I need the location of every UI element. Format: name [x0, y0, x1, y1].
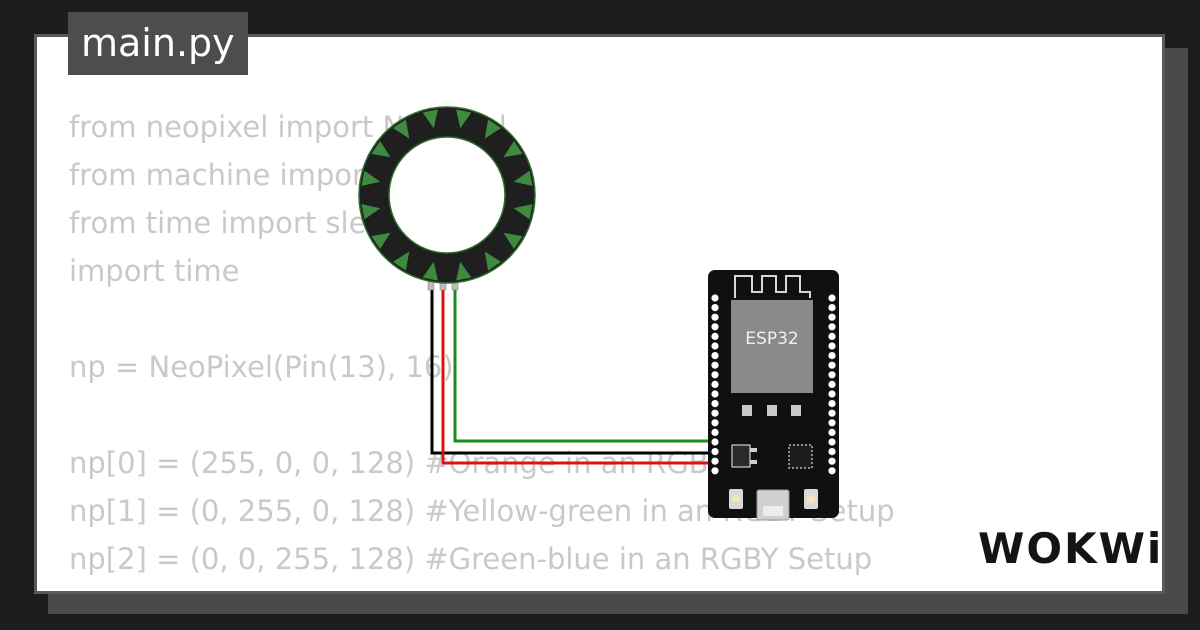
- ring-led-mark: [392, 251, 410, 271]
- esp32-pin[interactable]: [828, 390, 836, 398]
- ring-led-mark: [513, 170, 533, 186]
- esp32-pin[interactable]: [711, 380, 719, 388]
- esp32-pin[interactable]: [828, 400, 836, 408]
- wires: [430, 288, 715, 465]
- boot-button[interactable]: [729, 489, 743, 509]
- esp32-pin[interactable]: [711, 419, 719, 427]
- esp32-pin[interactable]: [711, 428, 719, 436]
- ring-led-mark: [361, 170, 381, 186]
- esp32-pin[interactable]: [828, 419, 836, 427]
- wire-data[interactable]: [453, 288, 715, 443]
- esp32-pin[interactable]: [711, 361, 719, 369]
- voltage-regulator: [731, 444, 751, 468]
- code-block: from neopixel import NeoPixel from machi…: [69, 103, 895, 583]
- esp32-pin[interactable]: [828, 467, 836, 475]
- esp32-pin[interactable]: [711, 352, 719, 360]
- ring-led-mark: [422, 261, 438, 281]
- code-card: from neopixel import NeoPixel from machi…: [34, 34, 1165, 594]
- ring-led-mark: [503, 232, 523, 250]
- esp32-pin[interactable]: [711, 342, 719, 350]
- reset-button[interactable]: [804, 489, 818, 509]
- esp32-pin[interactable]: [828, 409, 836, 417]
- esp32-label: ESP32: [745, 329, 798, 349]
- esp32-pin[interactable]: [711, 332, 719, 340]
- ring-led-mark: [456, 109, 472, 129]
- ring-led-mark: [503, 140, 523, 158]
- ring-led-mark: [484, 119, 502, 139]
- esp32-pin[interactable]: [828, 371, 836, 379]
- module-pads: [742, 405, 801, 416]
- esp32-pin[interactable]: [828, 380, 836, 388]
- esp32-pin[interactable]: [711, 304, 719, 312]
- ring-led-mark: [361, 204, 381, 220]
- esp32-pin[interactable]: [828, 323, 836, 331]
- esp32-pin[interactable]: [711, 457, 719, 465]
- ring-led-marks: [361, 109, 533, 281]
- esp32-pins-left[interactable]: [711, 294, 719, 475]
- ring-led-mark: [422, 109, 438, 129]
- neopixel-ring[interactable]: [358, 106, 536, 291]
- esp32-pin[interactable]: [828, 428, 836, 436]
- esp32-pin[interactable]: [828, 448, 836, 456]
- ring-led-mark: [513, 204, 533, 220]
- ring-led-mark: [456, 261, 472, 281]
- esp32-pin[interactable]: [711, 313, 719, 321]
- code-line: import time: [69, 254, 240, 288]
- esp32-pin[interactable]: [711, 294, 719, 302]
- wire-ground[interactable]: [430, 288, 715, 455]
- esp32-pin[interactable]: [828, 342, 836, 350]
- esp32-pin[interactable]: [828, 304, 836, 312]
- esp32-pin[interactable]: [711, 448, 719, 456]
- code-line: np[2] = (0, 0, 255, 128) #Green-blue in …: [69, 542, 873, 576]
- antenna-icon: [734, 275, 811, 298]
- esp32-pin[interactable]: [711, 438, 719, 446]
- ring-led-mark: [371, 140, 391, 158]
- wokwi-logo: WOKWi: [978, 524, 1164, 573]
- esp32-pin[interactable]: [828, 332, 836, 340]
- esp32-pin[interactable]: [711, 400, 719, 408]
- code-line: from time import sleep: [69, 206, 403, 240]
- esp32-pin[interactable]: [828, 438, 836, 446]
- esp32-pins-right[interactable]: [828, 294, 836, 475]
- esp32-pin[interactable]: [828, 361, 836, 369]
- esp32-shield: [731, 300, 813, 393]
- usb-uart-chip: [788, 444, 813, 469]
- esp32-pin[interactable]: [711, 323, 719, 331]
- esp32-pin[interactable]: [711, 371, 719, 379]
- ring-led-mark: [484, 251, 502, 271]
- code-line: np = NeoPixel(Pin(13), 16): [69, 350, 454, 384]
- esp32-pin[interactable]: [711, 409, 719, 417]
- esp32-board[interactable]: ESP32: [708, 270, 839, 521]
- esp32-pin[interactable]: [711, 390, 719, 398]
- esp32-pin[interactable]: [711, 467, 719, 475]
- esp32-pin[interactable]: [828, 457, 836, 465]
- esp32-pin[interactable]: [828, 313, 836, 321]
- ring-led-mark: [371, 232, 391, 250]
- ring-led-mark: [392, 119, 410, 139]
- file-tab[interactable]: main.py: [68, 12, 248, 75]
- esp32-pin[interactable]: [828, 352, 836, 360]
- wire-power[interactable]: [441, 288, 715, 465]
- esp32-pin[interactable]: [828, 294, 836, 302]
